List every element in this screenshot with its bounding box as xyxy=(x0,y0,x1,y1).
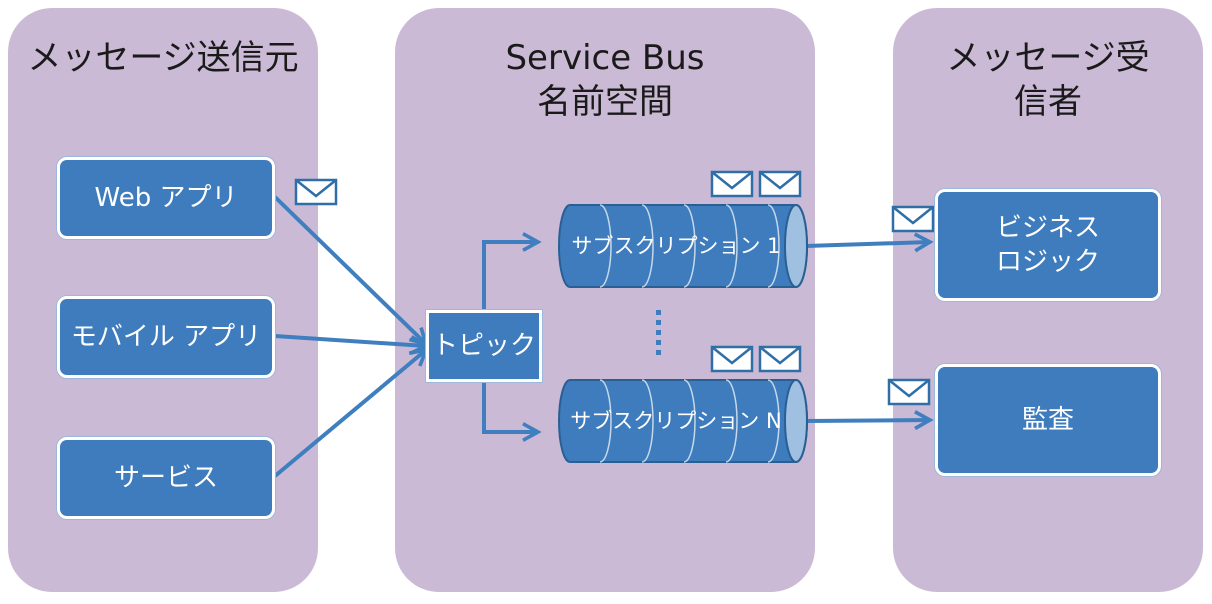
namespace-panel-title: Service Bus 名前空間 xyxy=(505,38,705,122)
arrow-sub1-to-business xyxy=(805,242,930,246)
sender-service: サービス xyxy=(57,437,275,519)
sender-mobile-app: モバイル アプリ xyxy=(57,296,275,378)
vertical-ellipsis-icon xyxy=(656,310,661,355)
subscription-n-queue xyxy=(558,379,808,463)
arrow-service-to-topic xyxy=(273,350,426,478)
arrow-subn-to-audit xyxy=(805,420,930,421)
arrow-mobile-to-topic xyxy=(274,334,426,346)
topic-box: トピック xyxy=(426,310,542,382)
sender-web-app: Web アプリ xyxy=(57,157,275,239)
envelope-icon xyxy=(758,170,802,198)
arrow-web-to-topic xyxy=(273,195,426,344)
namespace-panel: Service Bus 名前空間 xyxy=(395,8,815,592)
senders-panel-title: メッセージ送信元 xyxy=(27,38,299,78)
envelope-icon xyxy=(891,205,935,233)
envelope-icon xyxy=(710,170,754,198)
subscription-1-queue xyxy=(558,204,808,288)
receiver-business-logic: ビジネス ロジック xyxy=(935,189,1161,301)
envelope-icon xyxy=(294,178,338,206)
arrow-topic-to-subn xyxy=(482,380,538,432)
envelope-icon xyxy=(758,345,802,373)
receiver-audit: 監査 xyxy=(935,364,1161,476)
envelope-icon xyxy=(887,378,931,406)
receivers-panel-title: メッセージ受 信者 xyxy=(946,38,1150,122)
envelope-icon xyxy=(710,345,754,373)
arrow-topic-to-sub1 xyxy=(482,242,538,310)
